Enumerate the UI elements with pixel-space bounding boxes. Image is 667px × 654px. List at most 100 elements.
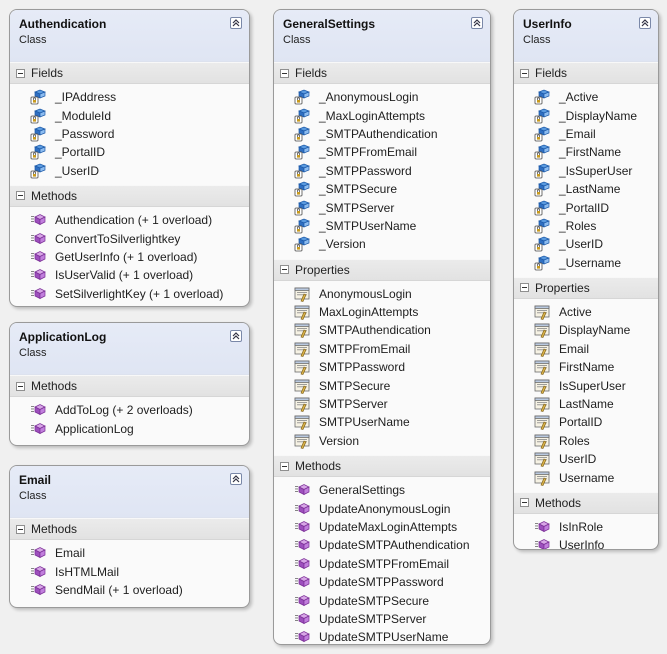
property-member[interactable]: SMTPFromEmail: [274, 340, 490, 358]
field-member[interactable]: _PortalID: [514, 198, 658, 216]
collapse-toggle-icon[interactable]: [230, 473, 242, 485]
method-member[interactable]: UpdateSMTPSecure: [274, 591, 490, 609]
compartment-header-field[interactable]: Fields: [10, 62, 249, 84]
field-member[interactable]: _AnonymousLogin: [274, 88, 490, 106]
field-member[interactable]: _MaxLoginAttempts: [274, 106, 490, 124]
collapse-minus-icon[interactable]: [520, 283, 529, 293]
field-member[interactable]: _IsSuperUser: [514, 162, 658, 180]
compartment-header-method[interactable]: Methods: [10, 518, 249, 540]
property-member[interactable]: FirstName: [514, 358, 658, 376]
field-member[interactable]: _SMTPFromEmail: [274, 143, 490, 161]
method-member[interactable]: UpdateSMTPFromEmail: [274, 555, 490, 573]
property-member[interactable]: MaxLoginAttempts: [274, 303, 490, 321]
property-member[interactable]: Email: [514, 340, 658, 358]
method-member[interactable]: UserInfo: [514, 536, 658, 549]
method-member[interactable]: UpdateAnonymousLogin: [274, 499, 490, 517]
compartment-header-method[interactable]: Methods: [10, 375, 249, 397]
method-member[interactable]: IsHTMLMail: [10, 562, 249, 580]
method-member[interactable]: IsUserValid (+ 1 overload): [10, 266, 249, 284]
field-member[interactable]: _SMTPUserName: [274, 217, 490, 235]
method-member[interactable]: Authendication (+ 1 overload): [10, 211, 249, 229]
collapse-minus-icon[interactable]: [280, 265, 289, 275]
collapse-minus-icon[interactable]: [16, 524, 25, 534]
property-member[interactable]: Version: [274, 432, 490, 450]
property-member[interactable]: Active: [514, 303, 658, 321]
compartment-header-field[interactable]: Fields: [514, 62, 658, 84]
property-member[interactable]: DisplayName: [514, 321, 658, 339]
property-member[interactable]: SMTPServer: [274, 395, 490, 413]
collapse-toggle-icon[interactable]: [471, 17, 483, 29]
compartment-header-method[interactable]: Methods: [514, 491, 658, 514]
field-member[interactable]: _ModuleId: [10, 106, 249, 124]
property-member[interactable]: Roles: [514, 432, 658, 450]
property-member[interactable]: SMTPPassword: [274, 358, 490, 376]
property-member[interactable]: AnonymousLogin: [274, 285, 490, 303]
field-member[interactable]: _UserID: [514, 235, 658, 253]
property-member[interactable]: Username: [514, 468, 658, 486]
field-member[interactable]: _UserID: [10, 162, 249, 180]
field-member[interactable]: _SMTPPassword: [274, 162, 490, 180]
compartment-header-method[interactable]: Methods: [274, 455, 490, 478]
method-member[interactable]: Email: [10, 544, 249, 562]
field-member[interactable]: _LastName: [514, 180, 658, 198]
method-member[interactable]: GetUserInfo (+ 1 overload): [10, 248, 249, 266]
compartment-header-property[interactable]: Properties: [274, 258, 490, 281]
field-member[interactable]: _Email: [514, 125, 658, 143]
property-member[interactable]: SMTPSecure: [274, 376, 490, 394]
collapse-toggle-icon[interactable]: [639, 17, 651, 29]
field-member[interactable]: _FirstName: [514, 143, 658, 161]
compartment-header-property[interactable]: Properties: [514, 276, 658, 299]
compartment-header-method[interactable]: Methods: [10, 184, 249, 207]
method-member[interactable]: IsInRole: [514, 518, 658, 536]
method-member[interactable]: UpdateSMTPUserName: [274, 628, 490, 644]
collapse-toggle-icon[interactable]: [230, 17, 242, 29]
field-member[interactable]: _Active: [514, 88, 658, 106]
field-member[interactable]: _IPAddress: [10, 88, 249, 106]
collapse-minus-icon[interactable]: [280, 461, 289, 471]
collapse-minus-icon[interactable]: [280, 68, 289, 78]
compartment-field-list: _IPAddress_ModuleId_Password_PortalID_Us…: [10, 84, 249, 185]
collapse-minus-icon[interactable]: [520, 498, 529, 508]
field-member[interactable]: _SMTPSecure: [274, 180, 490, 198]
collapse-minus-icon[interactable]: [16, 381, 25, 391]
property-member[interactable]: PortalID: [514, 413, 658, 431]
method-member[interactable]: UpdateSMTPServer: [274, 610, 490, 628]
property-member[interactable]: UserID: [514, 450, 658, 468]
method-member[interactable]: ApplicationLog: [10, 419, 249, 437]
method-member[interactable]: SetSilverlightKey (+ 1 overload): [10, 285, 249, 303]
collapse-toggle-icon[interactable]: [230, 330, 242, 342]
method-member[interactable]: UpdateSMTPAuthendication: [274, 536, 490, 554]
property-member[interactable]: IsSuperUser: [514, 376, 658, 394]
compartment-header-field[interactable]: Fields: [274, 62, 490, 84]
field-member[interactable]: _SMTPAuthendication: [274, 125, 490, 143]
collapse-minus-icon[interactable]: [16, 191, 25, 201]
method-member[interactable]: AddToLog (+ 2 overloads): [10, 401, 249, 419]
method-member[interactable]: UpdateMaxLoginAttempts: [274, 518, 490, 536]
field-member[interactable]: _SMTPServer: [274, 198, 490, 216]
property-member[interactable]: SMTPAuthendication: [274, 321, 490, 339]
property-member[interactable]: SMTPUserName: [274, 413, 490, 431]
field-member[interactable]: _Version: [274, 235, 490, 253]
method-member[interactable]: GeneralSettings: [274, 481, 490, 499]
method-member[interactable]: UpdateSMTPPassword: [274, 573, 490, 591]
field-member[interactable]: _Username: [514, 254, 658, 272]
field-member[interactable]: _DisplayName: [514, 106, 658, 124]
field-member[interactable]: _Roles: [514, 217, 658, 235]
method-member[interactable]: ConvertToSilverlightkey: [10, 229, 249, 247]
collapse-minus-icon[interactable]: [520, 68, 529, 78]
method-member[interactable]: SendMail (+ 1 overload): [10, 581, 249, 599]
collapse-minus-icon[interactable]: [16, 68, 25, 78]
property-member[interactable]: LastName: [514, 395, 658, 413]
field-member[interactable]: _PortalID: [10, 143, 249, 161]
field-member[interactable]: _Password: [10, 125, 249, 143]
